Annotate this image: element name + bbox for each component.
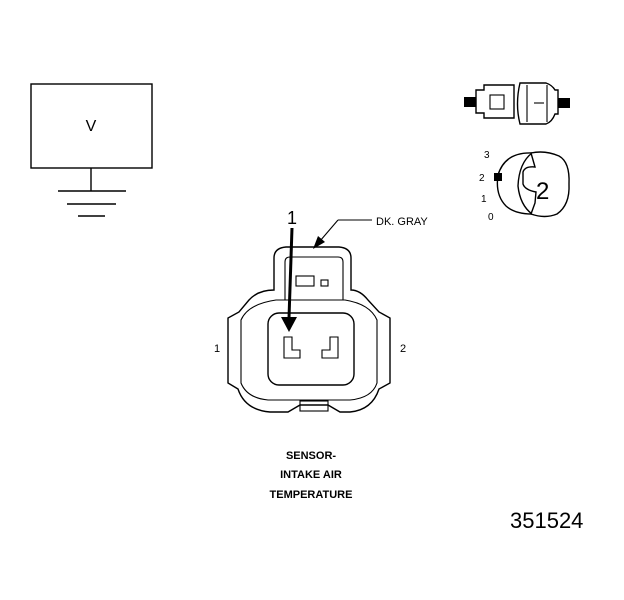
wire-color-leader <box>313 219 372 249</box>
terminal-pin-2 <box>321 336 339 359</box>
latch-key-tab <box>295 275 315 287</box>
arrow-head-icon <box>281 317 297 332</box>
inset-position-dial: 3 2 1 0 2 <box>479 150 570 223</box>
caption-line-3: TEMPERATURE <box>270 489 353 501</box>
plug-wire-right <box>558 98 570 108</box>
ground-icon <box>58 168 126 217</box>
caption-line-1: SENSOR- <box>286 450 336 462</box>
connector-latch <box>284 256 344 301</box>
dial-label-1: 1 <box>481 194 487 205</box>
dial-indicator-mark <box>494 173 502 181</box>
connector-bottom-key <box>299 400 329 412</box>
caption-line-2: INTAKE AIR <box>280 469 342 481</box>
wire-color-label: DK. GRAY <box>376 216 428 228</box>
inset-plug-side-view <box>464 82 570 125</box>
dial-label-0: 0 <box>488 212 494 223</box>
dial-label-2: 2 <box>479 173 485 184</box>
connector-face <box>227 246 391 413</box>
plug-wire-left <box>464 97 476 107</box>
diagram-id: 351524 <box>510 508 583 533</box>
voltmeter-label: V <box>86 118 97 135</box>
dial-label-3: 3 <box>484 150 490 161</box>
probe-pin-callout: 1 <box>287 208 297 228</box>
voltmeter-symbol: V <box>30 83 153 217</box>
component-caption: SENSOR- INTAKE AIR TEMPERATURE <box>270 450 353 501</box>
plug-latch-left <box>489 94 505 110</box>
pin-label-left: 1 <box>214 343 220 355</box>
connector-cavity <box>267 312 355 386</box>
leader-arrow-icon <box>313 236 325 249</box>
probe-arrow <box>281 227 297 332</box>
dial-knob <box>522 151 570 218</box>
dial-position-number: 2 <box>536 178 549 205</box>
terminal-pin-1 <box>283 336 301 359</box>
connector-inner-ring <box>240 299 378 401</box>
plug-body-left <box>475 84 515 119</box>
connector-outer-shell <box>227 246 391 413</box>
pin-label-right: 2 <box>400 343 406 355</box>
dial-ring <box>496 152 535 215</box>
latch-key-tab-small <box>320 279 329 287</box>
